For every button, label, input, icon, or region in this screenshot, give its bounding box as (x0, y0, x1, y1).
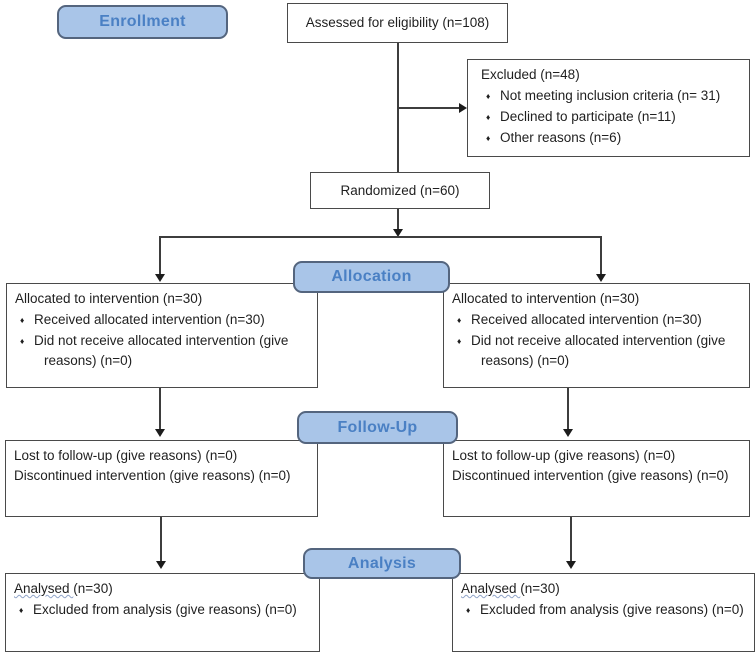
stage-label-analysis: Analysis (303, 548, 461, 579)
connector-alloc-to-followup-right (567, 388, 569, 430)
arrowhead-excluded-icon (459, 103, 467, 113)
arrowhead-analysis-right-icon (566, 561, 576, 569)
followup-left-box: Lost to follow-up (give reasons) (n=0) D… (5, 440, 318, 517)
connector-followup-to-analysis-left (160, 517, 162, 562)
connector-split-left (159, 236, 161, 275)
bullet-icon: ♦ (486, 133, 491, 143)
analysis-left-item-text: Excluded from analysis (give reasons) (n… (33, 602, 297, 617)
bullet-icon: ♦ (20, 336, 25, 346)
stage-label-follow-up: Follow-Up (297, 411, 458, 444)
excluded-title: Excluded (n=48) (481, 67, 580, 82)
arrowhead-split-icon (393, 229, 403, 237)
list-item: ♦ Did not receive allocated intervention… (452, 331, 741, 371)
stage-label-enrollment: Enrollment (57, 5, 228, 39)
connector-randomized-down (397, 209, 399, 230)
connector-followup-to-analysis-right (570, 517, 572, 562)
arrowhead-analysis-left-icon (156, 561, 166, 569)
bullet-icon: ♦ (466, 605, 471, 615)
bullet-icon: ♦ (486, 91, 491, 101)
stage-label-allocation: Allocation (293, 261, 450, 293)
excluded-item-text: Declined to participate (n=11) (500, 109, 676, 124)
connector-assessed-to-randomized (397, 43, 399, 172)
list-item: ♦ Excluded from analysis (give reasons) … (14, 600, 311, 620)
followup-right-line: Discontinued intervention (give reasons)… (452, 468, 729, 483)
list-item: ♦ Not meeting inclusion criteria (n= 31) (481, 86, 741, 106)
analysis-right-item-text: Excluded from analysis (give reasons) (n… (480, 602, 744, 617)
arrowhead-followup-left-icon (155, 429, 165, 437)
excluded-item-text: Not meeting inclusion criteria (n= 31) (500, 88, 721, 103)
analysis-right-title: Analysed (n=30) (461, 579, 746, 599)
followup-right-line: Lost to follow-up (give reasons) (n=0) (452, 448, 676, 463)
allocation-left-title: Allocated to intervention (n=30) (15, 291, 203, 306)
connector-to-excluded (398, 107, 459, 109)
analysed-word: Analysed (461, 581, 521, 596)
bullet-icon: ♦ (486, 112, 491, 122)
connector-split-right (600, 236, 602, 275)
randomized-text: Randomized (n=60) (340, 182, 460, 198)
list-item: ♦ Did not receive allocated intervention… (15, 331, 309, 371)
bullet-icon: ♦ (457, 336, 462, 346)
allocation-left-item-text: Did not receive allocated intervention (… (34, 333, 289, 368)
allocation-left-item-text: Received allocated intervention (n=30) (34, 312, 265, 327)
allocation-left-box: Allocated to intervention (n=30) ♦ Recei… (6, 283, 318, 388)
list-item: ♦ Declined to participate (n=11) (481, 107, 741, 127)
analysis-left-box: Analysed (n=30) ♦ Excluded from analysis… (5, 573, 320, 652)
connector-alloc-to-followup-left (159, 388, 161, 430)
followup-left-line: Lost to follow-up (give reasons) (n=0) (14, 448, 238, 463)
list-item: ♦ Received allocated intervention (n=30) (452, 310, 741, 330)
arrowhead-followup-right-icon (563, 429, 573, 437)
followup-right-box: Lost to follow-up (give reasons) (n=0) D… (443, 440, 750, 517)
allocation-right-box: Allocated to intervention (n=30) ♦ Recei… (443, 283, 750, 388)
allocation-right-item-text: Received allocated intervention (n=30) (471, 312, 702, 327)
assessed-eligibility-box: Assessed for eligibility (n=108) (287, 3, 508, 43)
bullet-icon: ♦ (457, 315, 462, 325)
analysed-count: (n=30) (73, 581, 113, 596)
list-item: ♦ Other reasons (n=6) (481, 128, 741, 148)
connector-split-horizontal (159, 236, 601, 238)
allocation-right-title: Allocated to intervention (n=30) (452, 291, 640, 306)
analysis-left-title: Analysed (n=30) (14, 579, 311, 599)
arrowhead-alloc-left-icon (155, 274, 165, 282)
excluded-box: Excluded (n=48) ♦ Not meeting inclusion … (467, 59, 750, 157)
assessed-eligibility-text: Assessed for eligibility (n=108) (305, 15, 490, 30)
analysed-count: (n=30) (520, 581, 560, 596)
randomized-box: Randomized (n=60) (310, 172, 490, 209)
followup-left-line: Discontinued intervention (give reasons)… (14, 468, 291, 483)
allocation-right-item-text: Did not receive allocated intervention (… (471, 333, 726, 368)
arrowhead-alloc-right-icon (596, 274, 606, 282)
bullet-icon: ♦ (20, 315, 25, 325)
list-item: ♦ Excluded from analysis (give reasons) … (461, 600, 746, 620)
analysed-word: Analysed (14, 581, 74, 596)
excluded-item-text: Other reasons (n=6) (500, 130, 622, 145)
bullet-icon: ♦ (19, 605, 24, 615)
analysis-right-box: Analysed (n=30) ♦ Excluded from analysis… (452, 573, 755, 652)
list-item: ♦ Received allocated intervention (n=30) (15, 310, 309, 330)
